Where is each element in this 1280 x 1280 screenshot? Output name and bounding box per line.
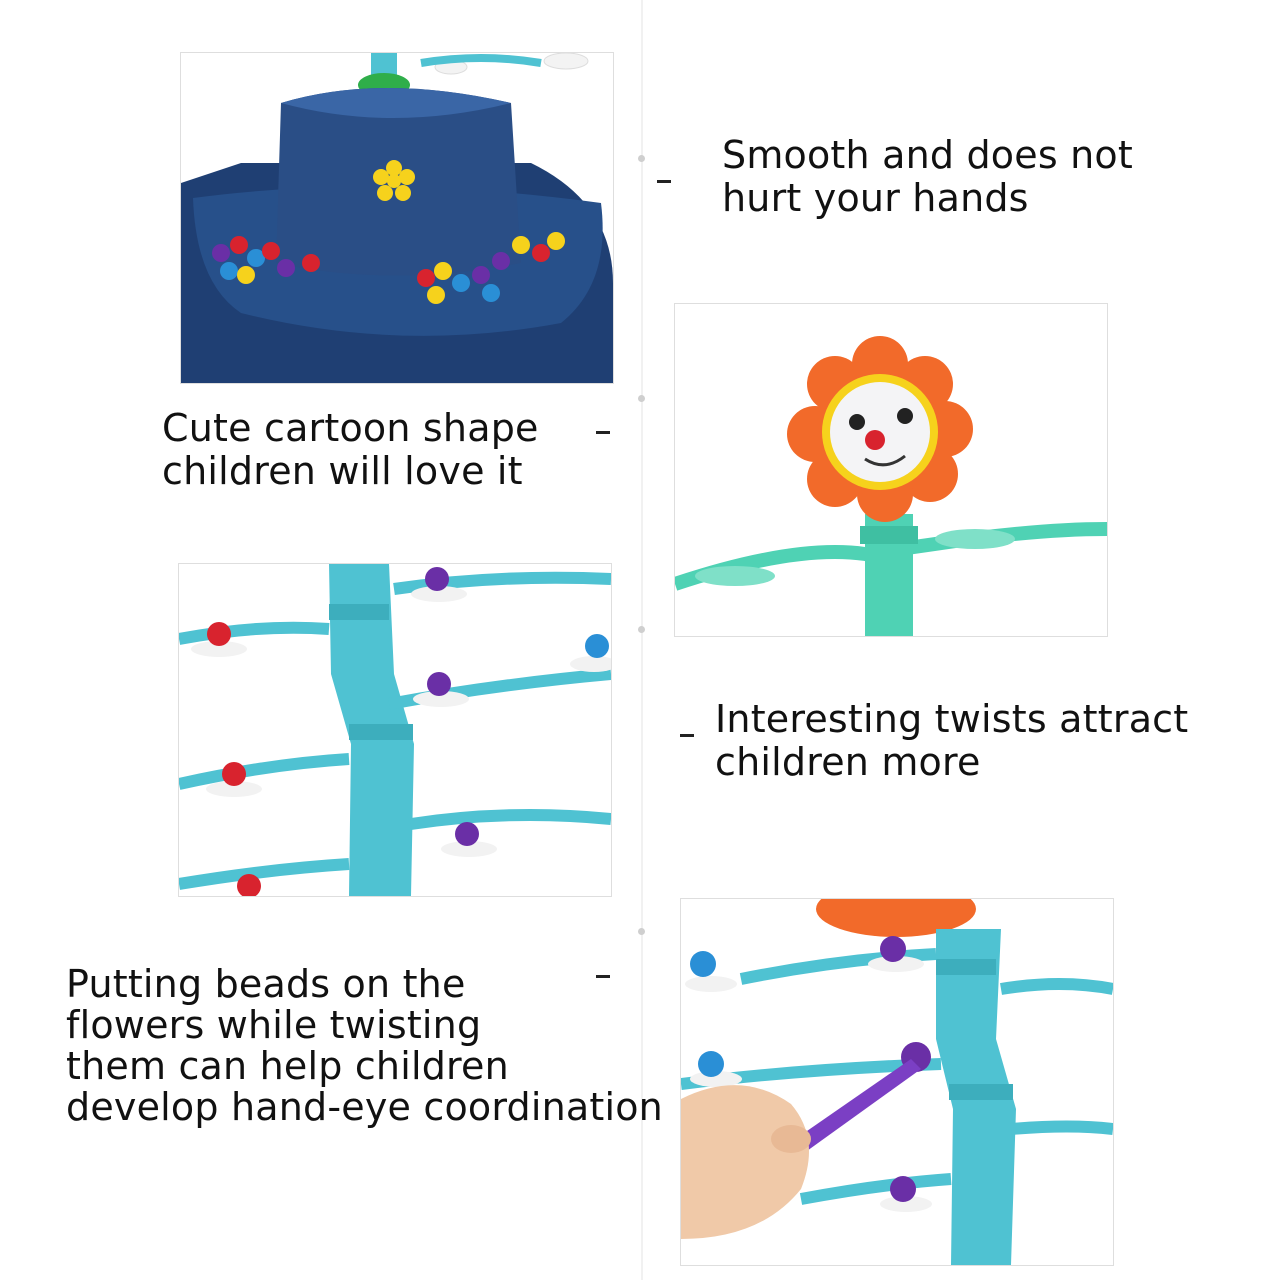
- caption-line: Interesting twists attract: [715, 697, 1189, 741]
- twisting-stem-photo: [178, 563, 612, 897]
- caption-dash: [680, 734, 694, 737]
- divider-dot: [638, 928, 645, 935]
- center-divider: [641, 0, 643, 1280]
- caption-line: Putting beads on the: [66, 962, 466, 1006]
- caption-line: children will love it: [162, 449, 523, 493]
- caption-line: flowers while twisting: [66, 1003, 482, 1047]
- divider-dot: [638, 395, 645, 402]
- tweezers-hand-photo: [680, 898, 1114, 1266]
- divider-dot: [638, 155, 645, 162]
- divider-dot: [638, 626, 645, 633]
- flower-head-photo: [674, 303, 1108, 637]
- caption-dash: [657, 180, 671, 183]
- feature-caption-twists: Interesting twists attract children more: [715, 698, 1188, 784]
- feature-caption-cute: Cute cartoon shape children will love it: [162, 407, 539, 493]
- caption-dash: [596, 431, 610, 434]
- feature-caption-coordination: Putting beads on the flowers while twist…: [66, 964, 663, 1128]
- feature-caption-smooth: Smooth and does not hurt your hands: [722, 134, 1133, 220]
- caption-line: children more: [715, 740, 981, 784]
- caption-line: develop hand-eye coordination: [66, 1085, 663, 1129]
- caption-dash: [596, 975, 610, 978]
- caption-line: Cute cartoon shape: [162, 406, 539, 450]
- caption-line: them can help children: [66, 1044, 509, 1088]
- caption-line: hurt your hands: [722, 176, 1029, 220]
- bead-tray-photo: [180, 52, 614, 384]
- caption-line: Smooth and does not: [722, 133, 1133, 177]
